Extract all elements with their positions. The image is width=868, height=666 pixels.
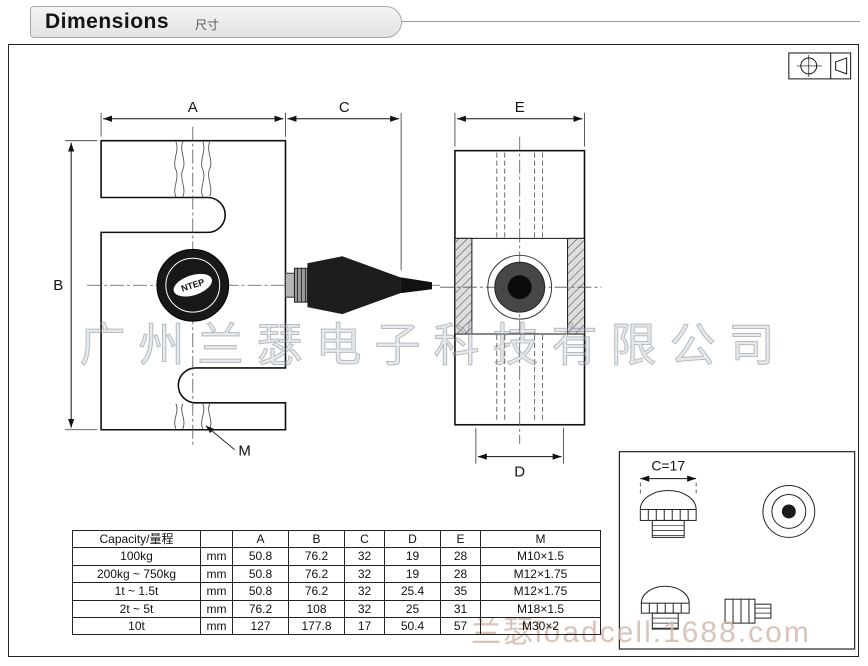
cable [400, 277, 433, 294]
table-cell: M10×1.5 [480, 547, 601, 566]
dim-label-a: A [188, 99, 198, 116]
table-cell: 177.8 [288, 616, 345, 636]
table-cell: mm [200, 599, 233, 618]
hidden-thread-lines [496, 152, 544, 423]
table-cell: 19 [384, 564, 441, 584]
front-view: NTEP [87, 126, 440, 446]
inset-box: C=17 [618, 451, 856, 650]
col-header-a: A [232, 529, 289, 549]
table-cell: 76.2 [288, 582, 345, 601]
table-cell: 1t ~ 1.5t [72, 582, 201, 601]
table-cell: 50.8 [232, 582, 289, 601]
table-cell: 76.2 [232, 599, 289, 618]
ntep-badge: NTEP [156, 248, 230, 322]
table-cell: 19 [384, 547, 441, 566]
table-cell: 200kg ~ 750kg [72, 564, 201, 584]
connector [284, 272, 295, 298]
table-row: 1t ~ 1.5t mm 50.8 76.2 32 25.4 35 M12×1.… [72, 582, 601, 601]
thread-bore-lines [174, 141, 212, 429]
table-cell: 32 [344, 599, 385, 618]
table-header-row: Capacity/量程 A B C D E M [72, 529, 601, 549]
dim-label-b: B [53, 277, 63, 294]
table-cell: 108 [288, 599, 345, 618]
table-cell: 57 [440, 616, 481, 636]
dim-e: E [454, 99, 585, 147]
col-header-capacity: Capacity/量程 [72, 529, 201, 549]
table-cell: 25 [384, 599, 441, 618]
table-cell: M18×1.5 [480, 599, 601, 618]
table-cell: 50.4 [384, 616, 441, 636]
dim-d: D [475, 427, 564, 481]
page-subtitle: 尺寸 [195, 17, 220, 32]
dim-a: A [100, 99, 286, 137]
table-cell: mm [200, 616, 233, 636]
table-cell: 32 [344, 564, 385, 584]
table-cell: 35 [440, 582, 481, 601]
col-header-unit [200, 529, 233, 549]
table-cell: 76.2 [288, 547, 345, 566]
dimensions-table: Capacity/量程 A B C D E M 100kg mm 50.8 76… [72, 529, 601, 636]
table-cell: 50.8 [232, 547, 289, 566]
table-cell: mm [200, 582, 233, 601]
col-header-c: C [344, 529, 385, 549]
cable-gland-side-top [639, 490, 697, 538]
table-row: 200kg ~ 750kg mm 50.8 76.2 32 19 28 M12×… [72, 564, 601, 584]
table-cell: M30×2 [480, 616, 601, 636]
table-cell: mm [200, 564, 233, 584]
col-header-e: E [440, 529, 481, 549]
table-cell: 32 [344, 547, 385, 566]
table-cell: 28 [440, 547, 481, 566]
table-cell: M12×1.75 [480, 582, 601, 601]
table-cell: M12×1.75 [480, 564, 601, 584]
col-header-b: B [288, 529, 345, 549]
cable-gland-end-view [762, 485, 816, 538]
col-header-d: D [384, 529, 441, 549]
table-cell: 2t ~ 5t [72, 599, 201, 618]
dim-b: B [53, 140, 98, 431]
table-cell: 10t [72, 616, 201, 636]
page-title: Dimensions [45, 10, 170, 33]
center-hole [487, 254, 553, 320]
dim-m-leader: M [205, 425, 251, 460]
table-cell: 32 [344, 582, 385, 601]
side-view [439, 136, 602, 444]
header-bar: Dimensions 尺寸 [30, 6, 402, 38]
col-header-m: M [480, 529, 601, 549]
table-cell: 127 [232, 616, 289, 636]
dim-label-c: C [339, 99, 350, 116]
table-row: 2t ~ 5t mm 76.2 108 32 25 31 M18×1.5 [72, 599, 601, 618]
dim-label-e: E [515, 99, 525, 116]
table-cell: 76.2 [288, 564, 345, 584]
technical-drawing: NTEP A C [53, 52, 856, 650]
cable-gland-side-bottom [640, 585, 690, 630]
gland-locknut [724, 598, 772, 624]
cable-assembly [284, 256, 433, 315]
table-row: 100kg mm 50.8 76.2 32 19 28 M10×1.5 [72, 547, 601, 566]
dim-c: C [287, 99, 402, 271]
projection-symbol [788, 52, 852, 80]
table-row: 10t mm 127 177.8 17 50.4 57 M30×2 [72, 616, 601, 636]
table-cell: 17 [344, 616, 385, 636]
inset-dim-label: C=17 [651, 458, 685, 474]
table-cell: 31 [440, 599, 481, 618]
dim-label-m: M [238, 443, 250, 460]
table-cell: 50.8 [232, 564, 289, 584]
strain-relief [307, 256, 401, 315]
connector-nut [293, 267, 308, 303]
table-cell: mm [200, 547, 233, 566]
table-cell: 28 [440, 564, 481, 584]
header-rule [402, 21, 860, 22]
table-cell: 25.4 [384, 582, 441, 601]
dim-label-d: D [514, 464, 525, 481]
table-cell: 100kg [72, 547, 201, 566]
clamp-plates [454, 237, 586, 335]
